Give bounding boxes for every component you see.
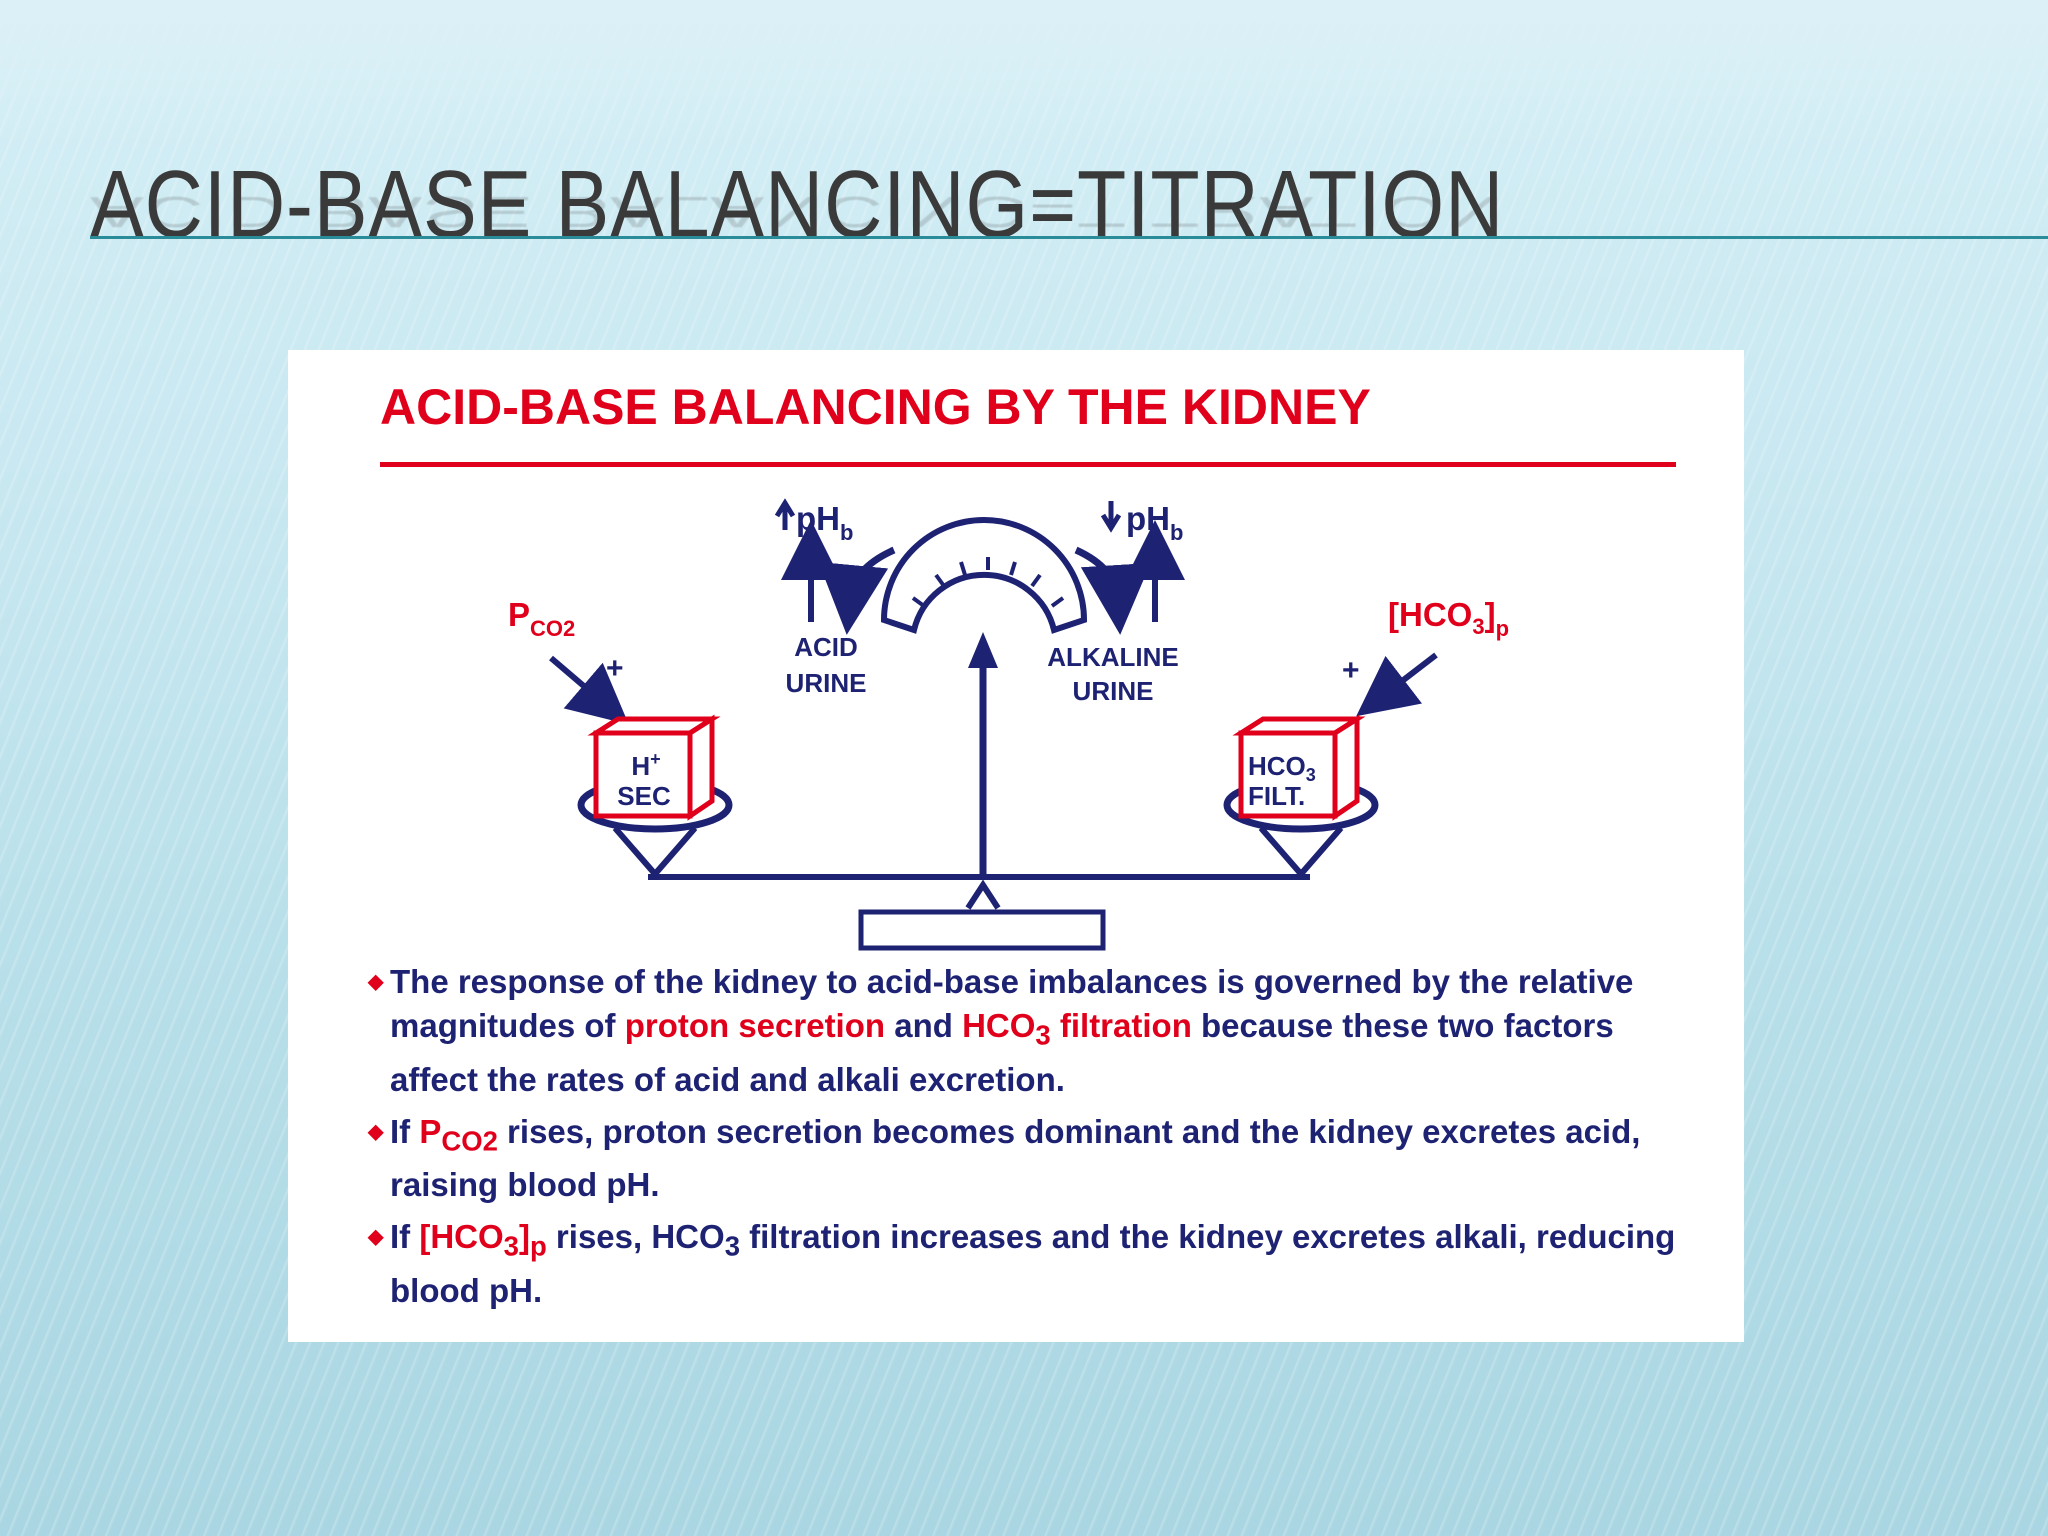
- bullet-3: ◆ If [HCO3]p rises, HCO3 filtration incr…: [368, 1215, 1708, 1313]
- hco3-subscript-3: 3: [1472, 614, 1484, 639]
- bullet-1: ◆ The response of the kidney to acid-bas…: [368, 960, 1708, 1102]
- svg-text:HCO3: HCO3: [1248, 751, 1316, 785]
- right-pan-support: [1258, 826, 1344, 879]
- curved-arrow-left: [818, 546, 896, 635]
- scale-base: [858, 909, 1106, 951]
- h-sec-label-sec: SEC: [617, 781, 671, 811]
- hco3-filt-box: [1232, 714, 1366, 821]
- explanation-bullets: ◆ The response of the kidney to acid-bas…: [368, 960, 1708, 1321]
- pco2-label: P: [508, 596, 530, 633]
- bullet-diamond-icon: ◆: [368, 1120, 384, 1143]
- h-sec-label-sup: +: [650, 749, 661, 769]
- proton-secretion-highlight: proton secretion: [624, 1007, 886, 1044]
- hco3-bracket: ]: [1485, 596, 1496, 633]
- figure-title-rule: [380, 462, 1676, 467]
- pco2-plus-sign: +: [606, 652, 624, 685]
- hco3-filt-label-hco: HCO: [1248, 751, 1306, 781]
- left-pan-support: [612, 826, 698, 879]
- figure-panel: ACID-BASE BALANCING BY THE KIDNEY: [288, 350, 1744, 1342]
- hco3-plus-sign: +: [1342, 654, 1360, 687]
- hco3-filtration-highlight: HCO: [962, 1007, 1036, 1044]
- title-underline: [90, 236, 2048, 239]
- pco2-highlight: P: [419, 1112, 442, 1150]
- background-top-fade: [0, 0, 2048, 150]
- slide-title: ACID-BASE BALANCING=TITRATION: [90, 151, 1505, 258]
- hco3-label: [HCO: [1388, 596, 1472, 633]
- h-sec-label-h: H: [631, 751, 650, 781]
- ph-increase-arrow-icon: [774, 498, 796, 530]
- bullet-diamond-icon: ◆: [368, 971, 384, 993]
- bullet-2: ◆ If PCO2 rises, proton secretion become…: [368, 1110, 1708, 1208]
- ph-up-subscript: b: [840, 520, 853, 545]
- figure-title: ACID-BASE BALANCING BY THE KIDNEY: [380, 379, 1371, 435]
- dial-ticks: [911, 557, 1065, 608]
- svg-text:[HCO3]p: [HCO3]p: [1388, 596, 1509, 641]
- acid-urine-label-1: ACID: [794, 632, 858, 662]
- hco3-subscript-p: p: [1496, 616, 1509, 641]
- h-sec-box: [587, 714, 721, 821]
- ph-decrease-arrow-icon: [1100, 501, 1122, 533]
- svg-text:H+: H+: [631, 749, 660, 781]
- svg-text:pHb: pHb: [796, 500, 853, 545]
- svg-text:pHb: pHb: [1126, 500, 1183, 545]
- pco2-subscript: CO2: [530, 616, 575, 641]
- acid-urine-label-2: URINE: [786, 668, 867, 698]
- svg-text:PCO2: PCO2: [508, 596, 575, 641]
- scale-pointer-tip: [968, 632, 998, 668]
- slide-title-reflection: ACID-BASE BALANCING=TITRATION: [90, 187, 1505, 236]
- alkaline-urine-label-1: ALKALINE: [1047, 642, 1178, 672]
- hco3p-highlight: [HCO: [419, 1218, 504, 1256]
- ph-down-label: pH: [1126, 500, 1170, 537]
- hco3-filt-label-sub: 3: [1306, 765, 1316, 785]
- alkaline-urine-label-2: URINE: [1073, 676, 1154, 706]
- bullet-diamond-icon: ◆: [368, 1226, 384, 1249]
- scale-dial: [880, 517, 1088, 634]
- curved-arrow-right: [1074, 546, 1151, 635]
- hco3-filt-label-filt: FILT.: [1248, 781, 1305, 811]
- scale-fulcrum: [965, 879, 1001, 910]
- kidney-balance-diagram: pHb pHb ACID URINE ALKALINE URINE PCO2 +…: [508, 498, 1509, 951]
- ph-down-subscript: b: [1170, 520, 1183, 545]
- hco3-arrow: [1356, 652, 1438, 717]
- pco2-arrow: [549, 655, 629, 725]
- ph-up-label: pH: [796, 500, 840, 537]
